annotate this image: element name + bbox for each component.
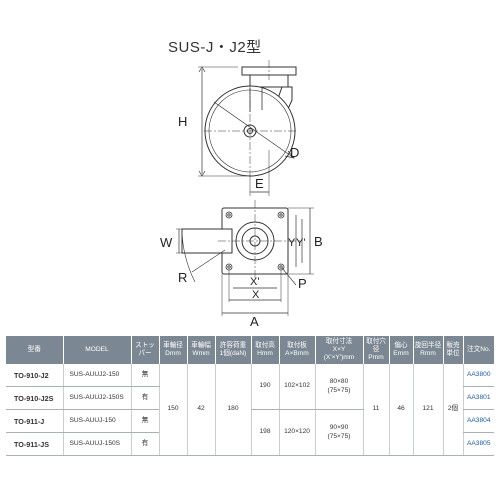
label-h: H <box>178 114 187 129</box>
top-view <box>176 200 314 316</box>
stopper-cell: 無 <box>130 364 159 387</box>
label-yp: Y' <box>296 237 305 249</box>
col-header: 注文No. <box>462 336 494 364</box>
page-title: SUS-J・J2型 <box>168 39 262 56</box>
label-d: D <box>290 145 299 160</box>
label-e: E <box>255 176 264 191</box>
type-cell: TO-911-JS <box>6 432 63 456</box>
height-cell: 190 <box>250 364 279 410</box>
load-cell: 180 <box>214 364 251 456</box>
order-cell: AA3804 <box>462 409 494 433</box>
table-row: TO-911-JS SUS-AUUJ-150S 有 AA3805 <box>6 432 494 456</box>
technical-drawing: H D E W R P Y Y' B X' X A <box>160 60 323 329</box>
col-header: 型番 <box>6 336 63 364</box>
model-cell: SUS-AUUJ2-150S <box>62 386 131 410</box>
label-a: A <box>250 314 259 329</box>
dim-p <box>281 267 297 286</box>
dim-d <box>213 101 295 159</box>
width-cell: 42 <box>186 364 215 456</box>
radius-cell: 121 <box>412 364 443 456</box>
plate-cell: 102×102 <box>278 364 315 410</box>
swivel-radius-arc <box>181 231 196 283</box>
stopper-cell: 有 <box>130 386 159 410</box>
offset-cell: 46 <box>388 364 413 456</box>
col-header: 販売単位 <box>442 336 463 364</box>
label-r: R <box>178 270 187 285</box>
stopper-cell: 無 <box>130 409 159 433</box>
label-w: W <box>160 235 173 250</box>
model-cell: SUS-AUUJ-150S <box>62 432 131 456</box>
diameter-cell: 150 <box>158 364 187 456</box>
order-cell: AA3805 <box>462 432 494 456</box>
label-x: X <box>252 289 260 301</box>
mount-cell: 80×80(75×75) <box>314 364 363 410</box>
plate-cell: 120×120 <box>278 409 315 456</box>
label-p: P <box>298 276 307 291</box>
label-b: B <box>314 234 323 249</box>
unit-cell: 2個 <box>442 364 463 456</box>
mount-cell: 90×90(75×75) <box>314 409 363 456</box>
table-row: TO-910-J2S SUS-AUUJ2-150S 有 AA3801 <box>6 386 494 410</box>
stopper-cell: 有 <box>130 432 159 456</box>
height-cell: 198 <box>250 409 279 456</box>
col-header: MODEL <box>62 336 131 364</box>
type-cell: TO-910-J2 <box>6 364 63 387</box>
label-xp: X' <box>250 276 259 288</box>
model-cell: SUS-AUUJ2-150 <box>62 364 131 387</box>
type-cell: TO-910-J2S <box>6 386 63 410</box>
table-row: TO-911-J SUS-AUUJ-150 無 198 120×120 90×9… <box>6 409 494 456</box>
order-cell: AA3801 <box>462 386 494 410</box>
side-view <box>198 60 297 196</box>
col-header: ストッパー <box>130 336 159 364</box>
dim-r <box>191 249 226 273</box>
table-row: TO-910-J2 SUS-AUUJ2-150 無 150 42 180 190… <box>6 364 494 456</box>
hole-cell: 11 <box>362 364 389 456</box>
order-cell: AA3800 <box>462 364 494 387</box>
model-cell: SUS-AUUJ-150 <box>62 409 131 433</box>
label-y: Y <box>288 237 296 249</box>
type-cell: TO-911-J <box>6 409 63 433</box>
